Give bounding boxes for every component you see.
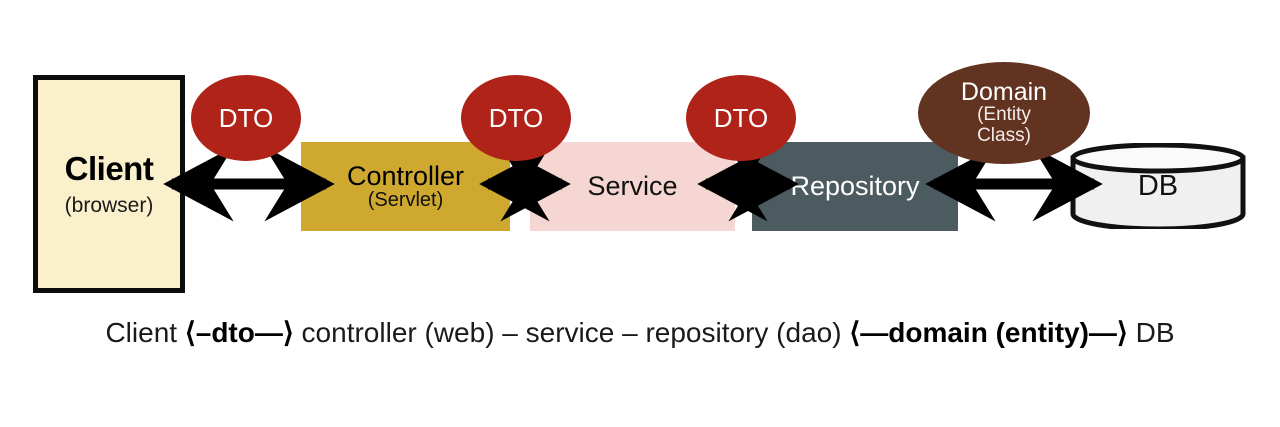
- controller-subtitle: (Servlet): [367, 189, 444, 212]
- db-label: DB: [1137, 169, 1179, 202]
- client-title: Client: [64, 150, 154, 187]
- dto-label: DTO: [713, 103, 769, 133]
- dto-bubble-controller-service: DTO: [461, 75, 571, 161]
- dto-bubble-service-repository: DTO: [686, 75, 796, 161]
- domain-bubble: Domain (Entity Class): [918, 62, 1090, 164]
- domain-label: Domain: [960, 77, 1048, 106]
- client-box: Client (browser): [33, 75, 185, 293]
- domain-sub-line2: Class): [977, 125, 1031, 147]
- caption-part-5: DB: [1127, 317, 1175, 348]
- domain-sub-line1: (Entity: [977, 104, 1031, 126]
- caption-part-3: controller (web) – service – repository …: [293, 317, 850, 348]
- caption-dto-arrow: ⟨–dto—⟩: [184, 317, 294, 348]
- dto-label: DTO: [218, 103, 274, 133]
- caption-part-1: Client: [105, 317, 185, 348]
- service-layer-box: Service: [530, 142, 735, 231]
- db-cylinder-shape: [1070, 142, 1246, 232]
- service-title: Service: [587, 171, 678, 202]
- caption: Client ⟨–dto—⟩ controller (web) – servic…: [0, 316, 1280, 349]
- repository-layer-box: Repository: [752, 142, 958, 231]
- dto-label: DTO: [488, 103, 544, 133]
- dto-bubble-client-controller: DTO: [191, 75, 301, 161]
- controller-title: Controller: [346, 160, 465, 191]
- database-cylinder: DB: [1070, 142, 1246, 232]
- repository-title: Repository: [790, 171, 920, 202]
- client-subtitle: (browser): [64, 194, 154, 217]
- controller-layer-box: Controller (Servlet): [301, 142, 510, 231]
- caption-domain-arrow: ⟨—domain (entity)—⟩: [849, 317, 1128, 348]
